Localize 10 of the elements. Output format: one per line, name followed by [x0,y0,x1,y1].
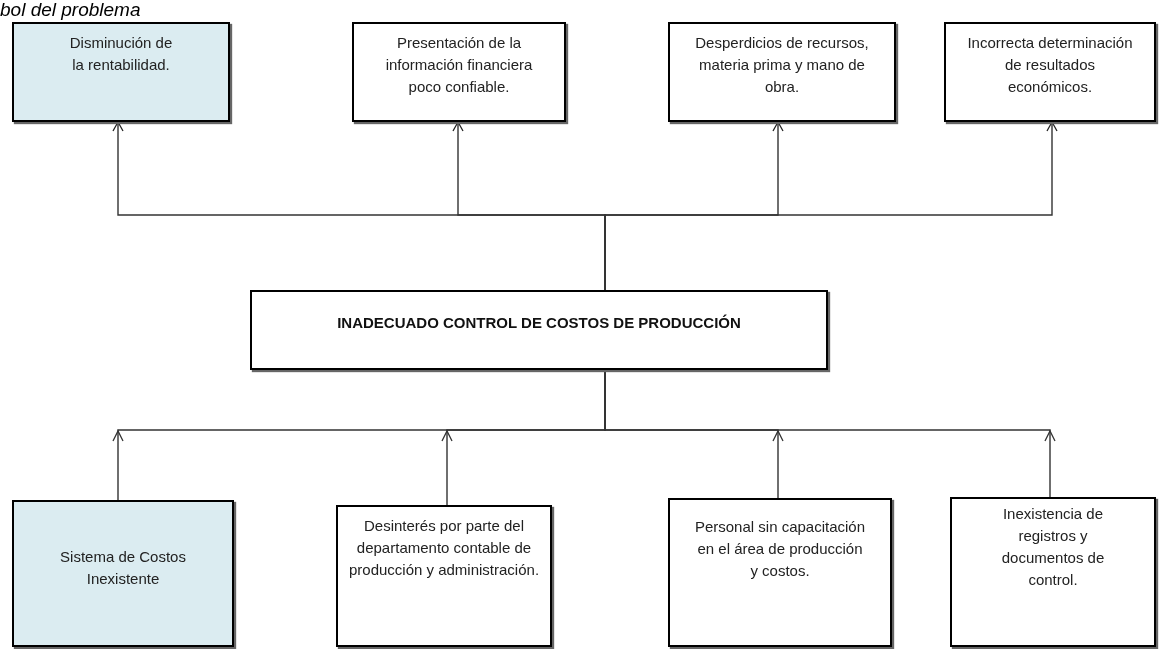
text-box: Desperdicios de recursos, materia prima y mano de obra. [668,22,896,122]
title: bol del problema [0,0,141,20]
text-box: Presentación de la información financiera poco confiable. [352,22,566,122]
text-box: Incorrecta determinación de resultados económicos. [944,22,1156,122]
text-box: Disminución de la rentabilidad. [12,22,230,122]
text-box: Desinterés por parte del departamento contable de producción y administración. [336,505,552,647]
text-box: Inexistencia de registros y documentos de control. [950,497,1156,647]
text-box: Personal sin capacitación en el área de producción y costos. [668,498,892,647]
text-box: Sistema de Costos Inexistente [12,500,234,647]
problem-box: INADECUADO CONTROL DE COSTOS DE PRODUCCIÓN [250,290,828,370]
